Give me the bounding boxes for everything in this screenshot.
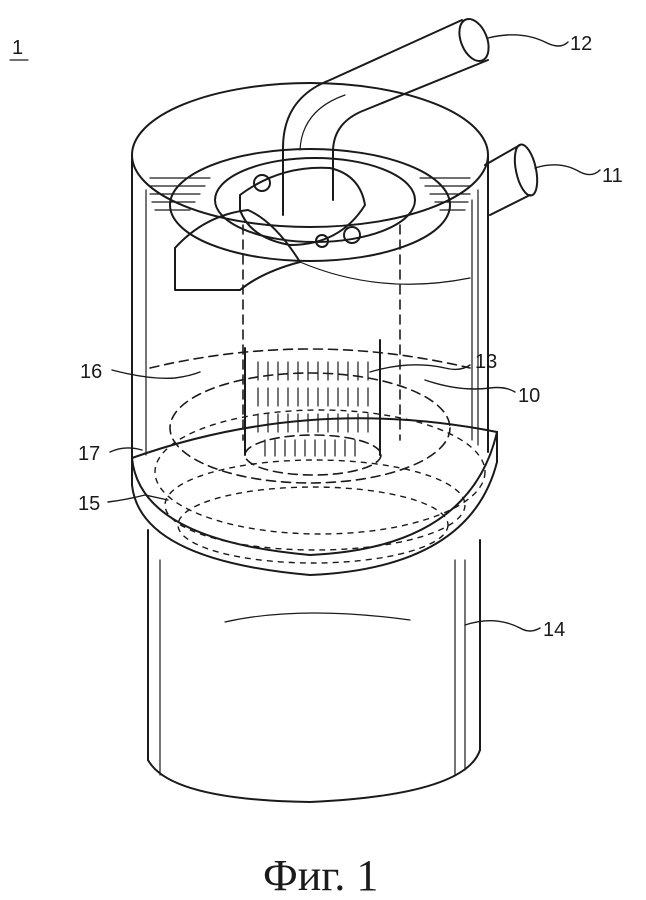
coupling-band bbox=[131, 417, 498, 576]
leader-lines bbox=[107, 34, 601, 632]
ref-label-12: 12 bbox=[570, 33, 592, 55]
ref-label-17: 17 bbox=[78, 443, 100, 465]
upper-cylinder bbox=[131, 82, 489, 459]
ref-label-13: 13 bbox=[475, 351, 497, 373]
outlet-pipe bbox=[484, 143, 539, 216]
ref-label-16: 16 bbox=[80, 361, 102, 383]
pipe-flange bbox=[239, 166, 366, 248]
ref-label-15: 15 bbox=[78, 493, 100, 515]
inlet-pipe bbox=[282, 18, 490, 216]
perforated-filter bbox=[244, 339, 382, 476]
internal-hidden-lines bbox=[149, 348, 486, 564]
figure-number: 1 bbox=[12, 37, 23, 59]
central-column bbox=[242, 224, 401, 441]
guide-vane bbox=[174, 209, 471, 291]
figure-caption: Фиг. 1 bbox=[263, 851, 378, 900]
lower-container bbox=[147, 529, 481, 803]
ref-label-11: 11 bbox=[602, 165, 623, 187]
ref-label-14: 14 bbox=[543, 619, 565, 641]
ref-label-10: 10 bbox=[518, 385, 540, 407]
